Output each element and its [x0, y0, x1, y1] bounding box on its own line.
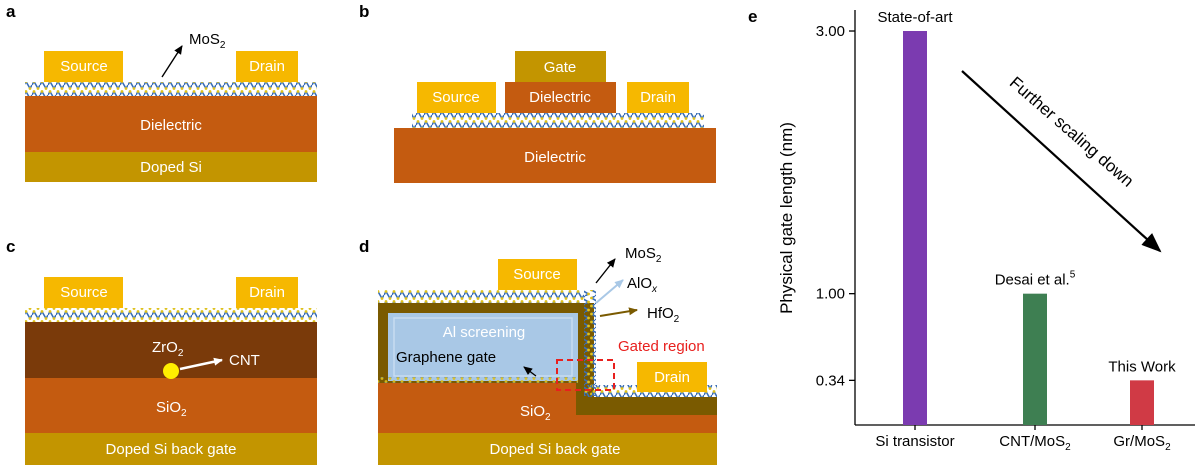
x-tick-label: CNT/MoS2	[999, 433, 1071, 453]
mos2-layer	[25, 82, 317, 96]
gated-region-label: Gated region	[618, 338, 705, 355]
hfo2-pointer-arrow	[599, 307, 638, 317]
source-contact	[44, 277, 123, 308]
graphene-gate-outline	[393, 317, 573, 377]
y-tick-label: 1.00	[816, 286, 845, 303]
mos2-layer	[25, 308, 317, 322]
source-contact	[417, 82, 496, 113]
sio2-label: SiO2	[520, 403, 551, 423]
source-label: Source	[513, 266, 561, 283]
sio2-layer	[378, 383, 717, 433]
doped-si-layer	[25, 152, 317, 182]
x-tick-label: Si transistor	[875, 433, 954, 450]
alox-label: AlOx	[627, 275, 658, 295]
drain-label: Drain	[249, 284, 285, 301]
back-gate-label: Doped Si back gate	[106, 441, 237, 458]
panel-letter-b: b	[359, 2, 369, 21]
cnt-dot	[163, 363, 179, 379]
x-tick-label: Gr/MoS2	[1113, 433, 1171, 453]
panel-c: c Source Drain ZrO2 CNT SiO2 Doped Si ba…	[6, 237, 317, 465]
bar-value-label: Desai et al.5	[995, 270, 1076, 289]
drain-contact	[236, 51, 298, 82]
doped-si-back-gate-layer	[378, 433, 717, 465]
dielectric-bottom-label: Dielectric	[524, 149, 586, 166]
mos2-vertical-layer	[584, 290, 596, 396]
alox-pointer-arrow	[595, 279, 624, 304]
panel-letter-d: d	[359, 237, 369, 256]
doped-si-label: Doped Si	[140, 159, 202, 176]
mos2-label: MoS2	[625, 245, 662, 265]
mos2-label: MoS2	[189, 31, 226, 51]
y-tick-label: 3.00	[816, 23, 845, 40]
mos2-top-layer	[378, 290, 584, 303]
graphene-layer	[378, 377, 578, 383]
drain-label: Drain	[654, 369, 690, 386]
bar-value-label: This Work	[1108, 358, 1176, 375]
panel-e-chart: e Physical gate length (nm) 0.34 1.00 3.00…	[748, 7, 1195, 453]
dielectric-top-layer	[505, 82, 616, 113]
bar	[903, 31, 927, 425]
dielectric-label: Dielectric	[140, 117, 202, 134]
cnt-label: CNT	[229, 352, 260, 369]
source-label: Source	[60, 58, 108, 75]
bar	[1130, 380, 1154, 425]
drain-contact	[627, 82, 689, 113]
al-screening-label: Al screening	[443, 324, 526, 341]
panel-d: d Source Drain Al screening Graphene gat…	[359, 237, 717, 465]
y-axis-label: Physical gate length (nm)	[777, 122, 796, 314]
al-screening-layer	[388, 313, 578, 381]
y-tick-label: 0.34	[816, 372, 845, 389]
dielectric-bottom-layer	[394, 128, 716, 183]
drain-label: Drain	[249, 58, 285, 75]
scaling-down-arrow	[961, 70, 1162, 253]
panel-letter-c: c	[6, 237, 15, 256]
cnt-pointer-arrow	[179, 357, 223, 371]
hfo2-label: HfO2	[647, 305, 680, 325]
doped-si-back-gate-layer	[25, 433, 317, 465]
bar	[1023, 293, 1047, 425]
sio2-layer	[25, 378, 317, 433]
drain-contact	[637, 362, 707, 392]
back-gate-label: Doped Si back gate	[490, 441, 621, 458]
source-contact	[44, 51, 123, 82]
gate-contact	[515, 51, 606, 82]
sio2-label: SiO2	[156, 399, 187, 419]
panel-letter-e: e	[748, 7, 757, 26]
mos2-pointer-arrow	[595, 258, 616, 284]
mos2-layer	[412, 113, 704, 128]
gated-region-box	[556, 359, 615, 391]
dielectric-layer	[25, 96, 317, 152]
bar-value-label: State-of-art	[877, 9, 953, 26]
gate-label: Gate	[544, 59, 577, 76]
zro2-label: ZrO2	[152, 339, 184, 359]
graphene-pointer-arrow	[523, 366, 537, 377]
drain-label: Drain	[640, 89, 676, 106]
source-contact	[498, 259, 577, 290]
panel-a: a Source Drain Dielectric Doped Si MoS2	[6, 2, 317, 182]
source-label: Source	[60, 284, 108, 301]
drain-contact	[236, 277, 298, 308]
source-label: Source	[432, 89, 480, 106]
panel-letter-a: a	[6, 2, 16, 21]
graphene-gate-label: Graphene gate	[396, 349, 496, 366]
panel-b: b Gate Dielectric Source Drain Dielectri…	[359, 2, 716, 183]
mos2-pointer-arrow	[161, 45, 183, 78]
scaling-down-label: Further scaling down	[1006, 73, 1138, 191]
dielectric-top-label: Dielectric	[529, 89, 591, 106]
